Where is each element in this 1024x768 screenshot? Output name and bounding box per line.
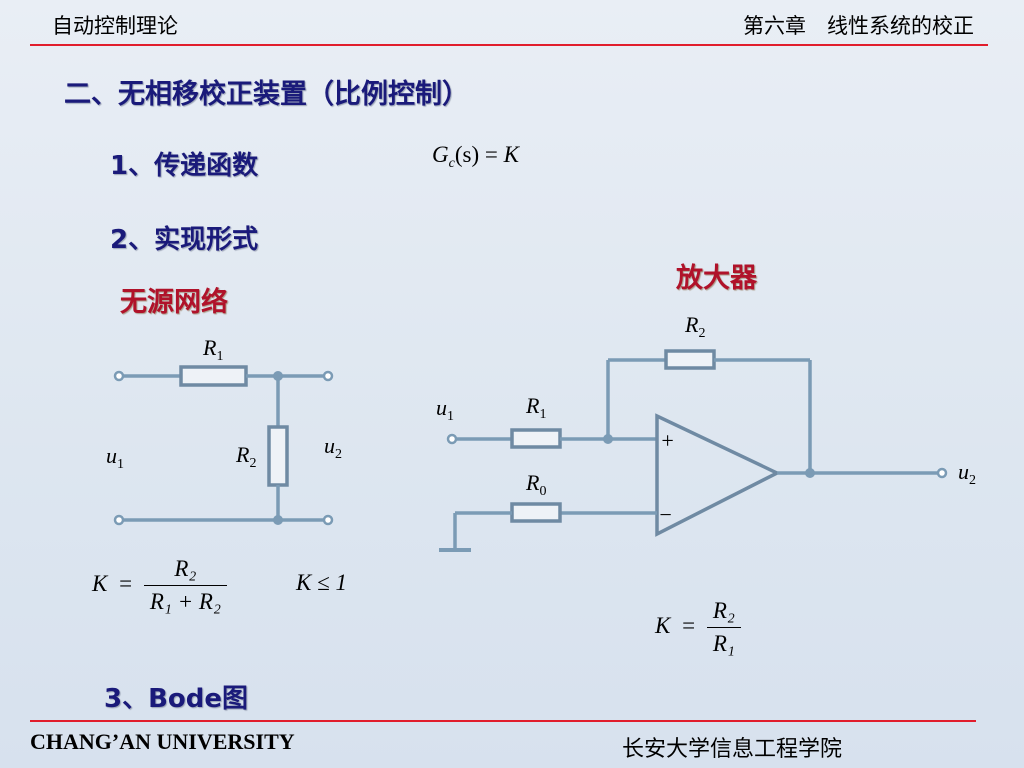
item-implementation: 2、实现形式: [110, 225, 259, 255]
passive-network-label: 无源网络: [120, 287, 228, 318]
footer-rule: [30, 720, 976, 722]
transfer-function-equation: Gc(s) = K: [432, 142, 519, 171]
item-bode: 3、Bode图: [104, 684, 249, 714]
resistor-r2-amp: [664, 349, 716, 370]
label-r1-amp: R1: [525, 393, 546, 422]
chapter-title: 第六章 线性系统的校正: [743, 14, 974, 38]
resistor-r1-amp: [510, 428, 562, 449]
passive-gain-constraint: K ≤ 1: [296, 570, 347, 595]
label-r2-passive: R2: [235, 442, 256, 471]
label-r2-amp: R2: [684, 312, 705, 341]
label-u2-passive: u2: [324, 433, 342, 462]
amplifier-circuit: [439, 349, 940, 552]
item-transfer-function: 1、传递函数: [110, 151, 259, 181]
label-u1-amp: u1: [436, 395, 454, 424]
passive-gain-formula: K = R₂ R₁ + R₂: [92, 556, 227, 615]
footer-school-cn: 长安大学信息工程学院: [622, 737, 843, 762]
amplifier-label: 放大器: [676, 263, 757, 294]
section-title: 二、无相移校正装置（比例控制）: [64, 79, 469, 110]
course-title: 自动控制理论: [52, 14, 178, 38]
label-minus: −: [658, 502, 673, 527]
op-amp: [655, 413, 781, 537]
footer-university-en: CHANG’AN UNIVERSITY: [30, 729, 295, 754]
label-plus: +: [660, 428, 675, 453]
amplifier-gain-formula: K = R₂ R₁: [655, 598, 741, 657]
resistor-r2-passive: [267, 425, 289, 487]
label-r1-passive: R1: [202, 335, 223, 364]
label-u1-passive: u1: [106, 443, 124, 472]
resistor-r0-amp: [510, 502, 562, 523]
terminals: [113, 370, 948, 526]
passive-network-circuit: [119, 365, 328, 522]
header-rule: [30, 44, 988, 46]
resistor-r1-passive: [179, 365, 248, 387]
label-r0-amp: R0: [525, 470, 546, 499]
label-u2-amp: u2: [958, 459, 976, 488]
